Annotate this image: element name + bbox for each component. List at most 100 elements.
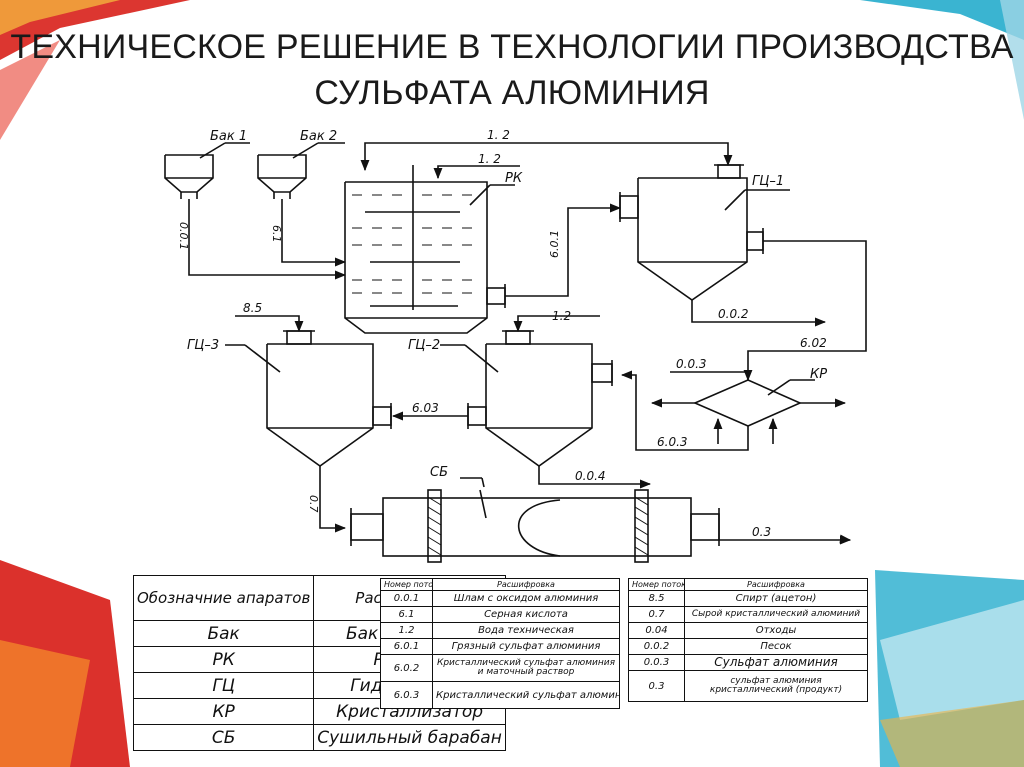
- slide-title: ТЕХНИЧЕСКОЕ РЕШЕНИЕ В ТЕХНОЛОГИИ ПРОИЗВО…: [10, 28, 1014, 112]
- table-cell: Бак: [132, 620, 315, 647]
- table-cell: Серная кислота: [432, 606, 620, 623]
- reactor-label: РК: [505, 171, 523, 186]
- table-header: Расшифровка: [432, 578, 620, 591]
- table-cell: 0.04: [628, 622, 685, 639]
- orange-accent-top-left: [0, 0, 120, 35]
- stream-label-12-gc2: 1.2: [552, 309, 571, 323]
- stream-label-003: 0.0.3: [676, 357, 707, 371]
- orange-accent-bottom-left: [0, 640, 90, 767]
- table-cell: 6.0.1: [380, 638, 433, 655]
- stream-line-602: [743, 240, 867, 382]
- hydrocyclone-3: [225, 330, 392, 467]
- table-cell: РК: [132, 646, 315, 673]
- reactor: [344, 165, 515, 334]
- stream-label-602: 6.02: [800, 336, 827, 350]
- table-cell: Сырой кристаллический алюминий: [684, 606, 868, 623]
- stream-line-85: [235, 315, 304, 333]
- stream-label-12-top: 1. 2: [487, 128, 510, 142]
- orange-accent-bottom-right: [880, 700, 1024, 767]
- table-cell: Песок: [684, 638, 868, 655]
- table-header: Номер потока: [380, 578, 433, 591]
- table-header: Расшифровка: [684, 578, 868, 591]
- table-cell: 6.1: [380, 606, 433, 623]
- table-cell: Кристаллический сульфат алюминия и маточ…: [432, 654, 620, 682]
- stream-label-12-inner: 1. 2: [478, 152, 501, 166]
- table-cell: сульфат алюминия кристаллический (продук…: [684, 670, 868, 702]
- table-cell: 6.0.2: [380, 654, 433, 682]
- tank-1-label: Бак 1: [210, 129, 247, 144]
- table-cell: 0.0.3: [628, 654, 685, 671]
- tank-2: [257, 142, 345, 199]
- table-cell: Шлам с оксидом алюминия: [432, 590, 620, 607]
- stream-label-002: 0.0.2: [718, 307, 749, 321]
- table-cell: Спирт (ацетон): [684, 590, 868, 607]
- stream-label-601: 6.0.1: [548, 230, 561, 258]
- crystallizer: [692, 379, 815, 444]
- stream-line-601: [505, 203, 622, 297]
- table-cell: Сушильный барабан: [313, 724, 506, 751]
- stream-label-004: 0.0.4: [575, 469, 606, 483]
- table-cell: Вода техническая: [432, 622, 620, 639]
- table-cell: Сульфат алюминия: [684, 654, 868, 671]
- table-header: Обозначние апаратов: [132, 575, 315, 621]
- stream-label-603-mid: 6.03: [412, 401, 439, 415]
- stream-line-12-inner: [433, 165, 520, 180]
- hydrocyclone-2: [440, 330, 613, 467]
- table-cell: 0.0.1: [380, 590, 433, 607]
- stream-line-001: [188, 199, 347, 280]
- tank-1: [164, 142, 250, 199]
- teal-accent-right: [1000, 0, 1024, 120]
- stream-line-07: [319, 466, 347, 533]
- table-cell: СБ: [132, 724, 315, 751]
- stream-line-03: [839, 534, 852, 544]
- stream-line-004: [538, 466, 652, 489]
- table-cell: 6.0.3: [380, 681, 433, 709]
- table-cell: 0.0.2: [628, 638, 685, 655]
- hydrocyclone-1-label: ГЦ–1: [752, 174, 784, 189]
- stream-line-603-kr: [620, 370, 749, 451]
- stream-label-85: 8.5: [243, 301, 262, 315]
- table-cell: ГЦ: [132, 672, 315, 699]
- table-cell: 1.2: [380, 622, 433, 639]
- drying-drum: [350, 477, 720, 563]
- stream-line-003: [670, 371, 749, 380]
- crystallizer-label: КР: [810, 367, 827, 382]
- hydrocyclone-3-label: ГЦ–3: [187, 338, 219, 353]
- stream-line-61: [281, 199, 347, 267]
- stream-line-12-gc2: [513, 315, 600, 333]
- stream-label-001: 0.0.1: [177, 222, 190, 250]
- stream-line-002: [691, 300, 827, 327]
- table-cell: Кристаллический сульфат алюминия: [432, 681, 620, 709]
- stream-line-12-top: [360, 142, 729, 172]
- table-cell: 8.5: [628, 590, 685, 607]
- hydrocyclone-1: [619, 150, 790, 301]
- table-cell: Отходы: [684, 622, 868, 639]
- table-cell: 0.7: [628, 606, 685, 623]
- hydrocyclone-2-label: ГЦ–2: [408, 338, 440, 353]
- light-teal-accent-bottom-right: [880, 600, 1024, 720]
- stream-label-603-kr: 6.0.3: [657, 435, 688, 449]
- tank-2-label: Бак 2: [300, 129, 337, 144]
- table-cell: 0.3: [628, 670, 685, 702]
- table-cell: Грязный сульфат алюминия: [432, 638, 620, 655]
- stream-label-03: 0.3: [752, 525, 771, 539]
- table-cell: КР: [132, 698, 315, 725]
- drying-drum-label: СБ: [430, 465, 448, 480]
- table-header: Номер потока: [628, 578, 685, 591]
